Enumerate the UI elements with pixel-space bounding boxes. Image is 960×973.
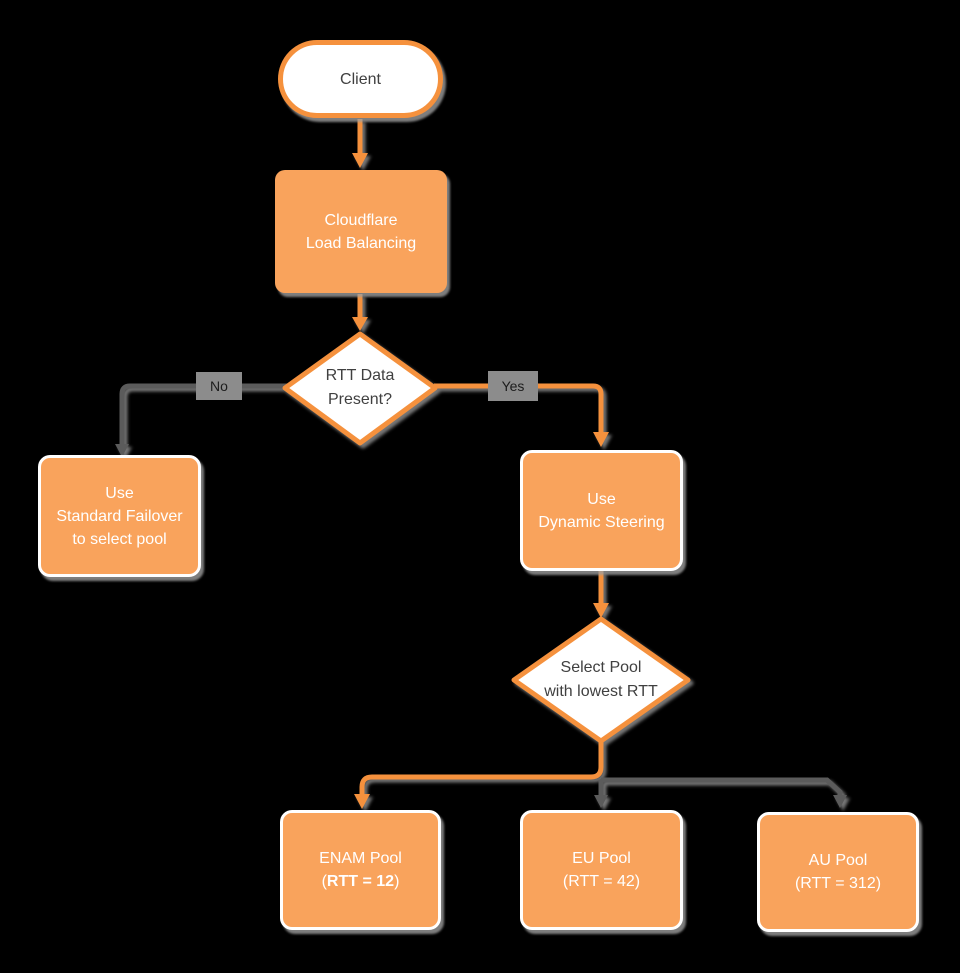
edge-label-no-text: No bbox=[210, 378, 228, 394]
rtt-decision-shape bbox=[282, 331, 438, 446]
node-au-pool: AU Pool (RTT = 312) bbox=[757, 812, 919, 932]
edge-ds-to-pool-arrowhead bbox=[593, 603, 609, 618]
paren-close: ) bbox=[394, 873, 400, 890]
node-label-line: (RTT = 12) bbox=[322, 870, 400, 893]
node-dynamic-steering: Use Dynamic Steering bbox=[520, 450, 683, 571]
node-label-line: to select pool bbox=[72, 530, 167, 548]
node-label-line: Use bbox=[105, 484, 134, 502]
node-client: Client bbox=[278, 40, 443, 118]
edge-label-yes-text: Yes bbox=[501, 378, 525, 394]
node-label-line: Cloudflare bbox=[324, 211, 398, 229]
node-label-line: AU Pool bbox=[808, 852, 868, 869]
edge-au-arrowhead bbox=[833, 795, 847, 808]
node-standard-failover: Use Standard Failover to select pool bbox=[38, 455, 201, 577]
enam-rtt-value: RTT = 12 bbox=[326, 873, 395, 890]
node-label-line: Use bbox=[587, 490, 616, 508]
node-eu-pool: EU Pool (RTT = 42) bbox=[520, 810, 683, 930]
edge-yes-connector bbox=[434, 383, 604, 433]
edge-enam-arrowhead bbox=[354, 794, 370, 809]
edge-eu-arrowhead bbox=[594, 795, 608, 808]
node-load-balancer: Cloudflare Load Balancing bbox=[275, 170, 447, 293]
edge-label-yes: Yes bbox=[488, 371, 538, 401]
edge-yes-arrowhead bbox=[593, 432, 609, 447]
edge-au-connector bbox=[601, 777, 843, 796]
node-label-line: Standard Failover bbox=[56, 507, 183, 525]
node-label-line: Load Balancing bbox=[305, 234, 417, 252]
pool-decision-shape bbox=[511, 616, 691, 744]
node-label-line: (RTT = 312) bbox=[794, 875, 882, 892]
edge-lb-to-rtt-arrowhead bbox=[352, 317, 368, 331]
edge-no-connector bbox=[119, 383, 292, 446]
edge-label-no: No bbox=[196, 372, 242, 400]
node-enam-pool: ENAM Pool (RTT = 12) bbox=[280, 810, 441, 930]
edge-no-arrowhead bbox=[115, 444, 129, 457]
node-label-line: Dynamic Steering bbox=[538, 513, 665, 531]
node-label-line: EU Pool bbox=[572, 850, 631, 867]
node-label-line: ENAM Pool bbox=[319, 850, 402, 867]
node-label-line: (RTT = 42) bbox=[562, 873, 641, 890]
paren-open: ( bbox=[321, 873, 327, 890]
edge-client-to-lb-arrowhead bbox=[352, 153, 368, 168]
node-label-line: Client bbox=[340, 70, 381, 88]
edge-enam-connector bbox=[359, 740, 604, 795]
